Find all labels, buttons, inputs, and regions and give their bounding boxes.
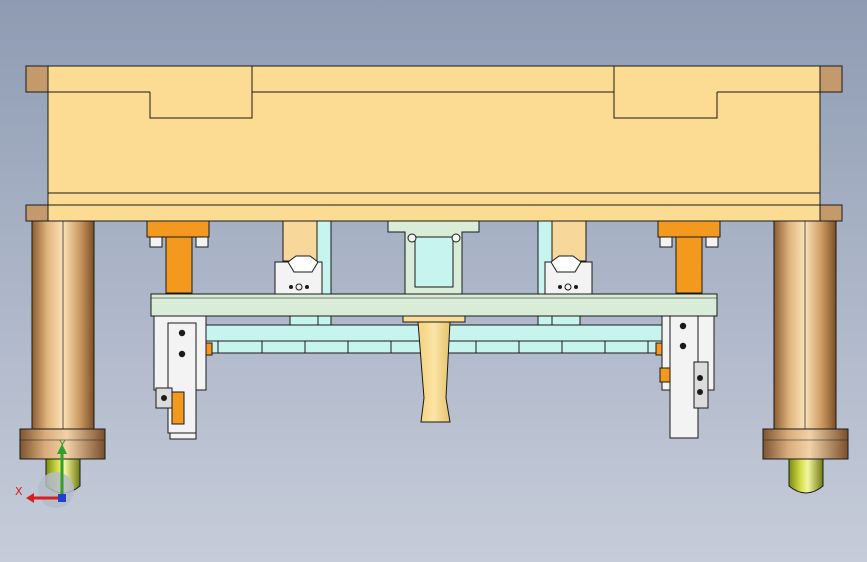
- plate-corner-blocks: [25, 65, 843, 222]
- right-orange-bracket[interactable]: [657, 220, 721, 294]
- right-side-clamp[interactable]: [655, 315, 715, 439]
- center-mount-bracket[interactable]: [387, 220, 480, 295]
- z-axis-marker: [58, 494, 66, 502]
- upper-die-plate[interactable]: [47, 65, 821, 222]
- pad-plate[interactable]: [150, 293, 718, 317]
- x-axis-label: X: [15, 485, 23, 498]
- coordinate-triad: [26, 444, 74, 508]
- left-orange-bracket[interactable]: [146, 220, 210, 294]
- right-guide-pillar[interactable]: [762, 220, 849, 494]
- y-axis-label: Y: [59, 438, 66, 451]
- center-punch[interactable]: [402, 315, 466, 423]
- left-side-clamp[interactable]: [153, 315, 213, 440]
